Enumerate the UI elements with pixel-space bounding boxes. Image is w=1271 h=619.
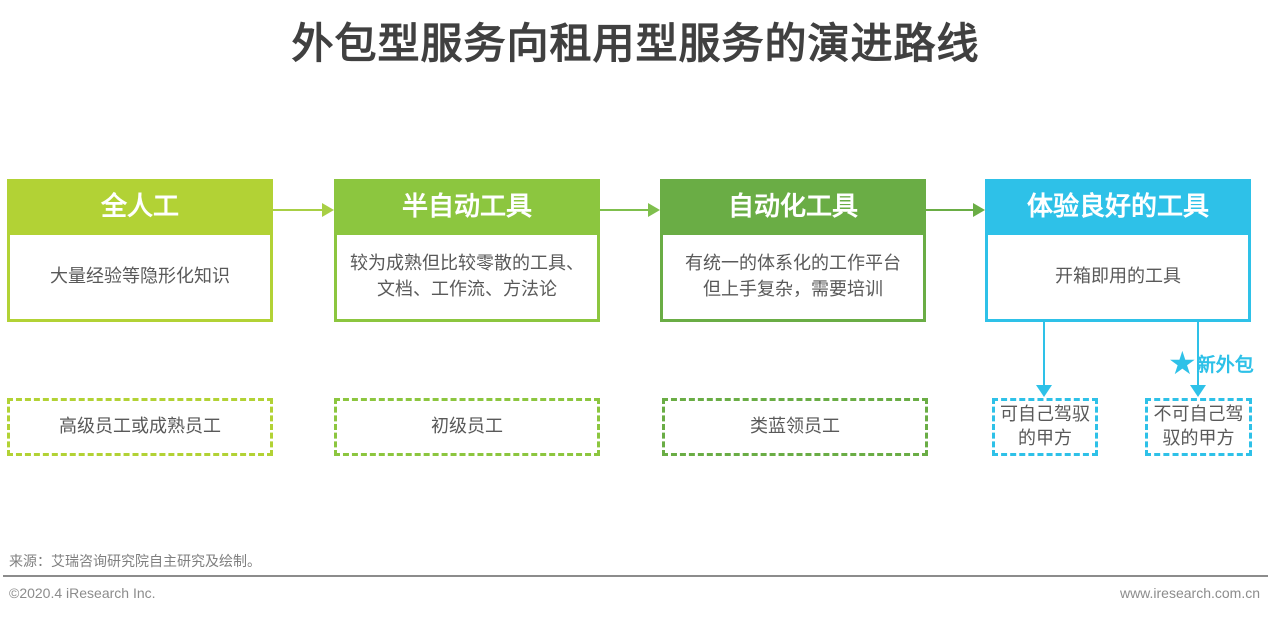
copyright: ©2020.4 iResearch Inc. [9, 585, 156, 601]
stage-manual: 全人工 大量经验等隐形化知识 [7, 179, 273, 322]
arrow-right-icon [926, 203, 985, 217]
stage-automated: 自动化工具 有统一的体系化的工作平台 但上手复杂，需要培训 [660, 179, 926, 322]
new-outsourcing-tag: ★ 新外包 [1168, 344, 1254, 382]
website-link[interactable]: www.iresearch.com.cn [1119, 585, 1260, 601]
role-non-capable-client: 不可自己驾 驭的甲方 [1145, 398, 1252, 456]
arrow-right-icon [600, 203, 660, 217]
stage-semi-auto-title: 半自动工具 [401, 192, 532, 222]
stage-good-experience-header: 体验良好的工具 [985, 179, 1251, 235]
arrow-down-icon [1190, 322, 1206, 397]
star-icon: ★ [1168, 344, 1197, 382]
stage-automated-description: 有统一的体系化的工作平台 但上手复杂，需要培训 [685, 253, 901, 300]
source-note: 来源：艾瑞咨询研究院自主研究及绘制。 [9, 554, 261, 570]
stage-semi-auto-description: 较为成熟但比较零散的工具、 文档、工作流、方法论 [350, 253, 584, 300]
stage-semi-auto-header: 半自动工具 [334, 179, 600, 235]
stage-good-experience-title: 体验良好的工具 [1026, 192, 1209, 222]
stage-automated-header: 自动化工具 [660, 179, 926, 235]
stage-manual-description: 大量经验等隐形化知识 [50, 266, 230, 287]
footer-divider [3, 575, 1268, 577]
new-outsourcing-label: 新外包 [1196, 353, 1254, 376]
role-senior-staff: 高级员工或成熟员工 [7, 398, 273, 456]
role-self-capable-client: 可自己驾驭 的甲方 [992, 398, 1098, 456]
diagram-title: 外包型服务向租用型服务的演进路线 [291, 19, 980, 68]
stage-manual-header: 全人工 [7, 179, 273, 235]
arrow-down-icon [1036, 322, 1052, 397]
stage-manual-title: 全人工 [100, 192, 179, 222]
arrow-right-icon [273, 203, 334, 217]
role-blue-collar: 类蓝领员工 [662, 398, 928, 456]
stage-good-experience: 体验良好的工具 开箱即用的工具 [985, 179, 1251, 322]
stage-semi-auto: 半自动工具 较为成熟但比较零散的工具、 文档、工作流、方法论 [334, 179, 600, 322]
stage-automated-title: 自动化工具 [727, 192, 858, 222]
stage-good-experience-description: 开箱即用的工具 [1055, 266, 1181, 287]
role-junior-staff: 初级员工 [334, 398, 600, 456]
